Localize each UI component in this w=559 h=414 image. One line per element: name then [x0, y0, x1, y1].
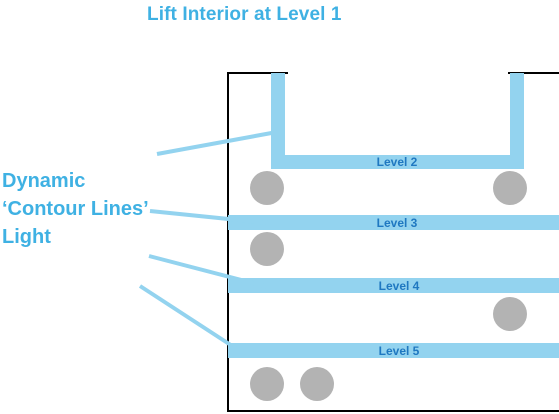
level-3-light-band: [228, 215, 559, 230]
pointer-line-1: [156, 130, 278, 156]
lift-outline: [227, 72, 559, 412]
pointer-line-2: [149, 209, 269, 225]
pointer-line-3: [148, 254, 269, 289]
side-label-line-3: Light: [2, 226, 51, 248]
circle-marker: [493, 297, 527, 331]
level-3-label: Level 3: [377, 216, 418, 230]
pointer-line-4: [138, 284, 245, 355]
circle-marker: [250, 171, 284, 205]
level-5-label: Level 5: [379, 344, 420, 358]
circle-marker: [300, 367, 334, 401]
level-4-light-band: [228, 278, 559, 293]
level-5-light-band: [228, 343, 559, 358]
circle-marker: [250, 232, 284, 266]
level-2-label: Level 2: [377, 155, 418, 169]
circle-marker: [493, 171, 527, 205]
side-label-line-1: Dynamic: [2, 170, 86, 192]
circle-marker: [250, 367, 284, 401]
level-4-label: Level 4: [379, 279, 420, 293]
level-2-light-band: [271, 73, 524, 169]
side-label-line-2: ‘Contour Lines’: [2, 198, 149, 220]
diagram-title: Lift Interior at Level 1: [147, 4, 342, 25]
